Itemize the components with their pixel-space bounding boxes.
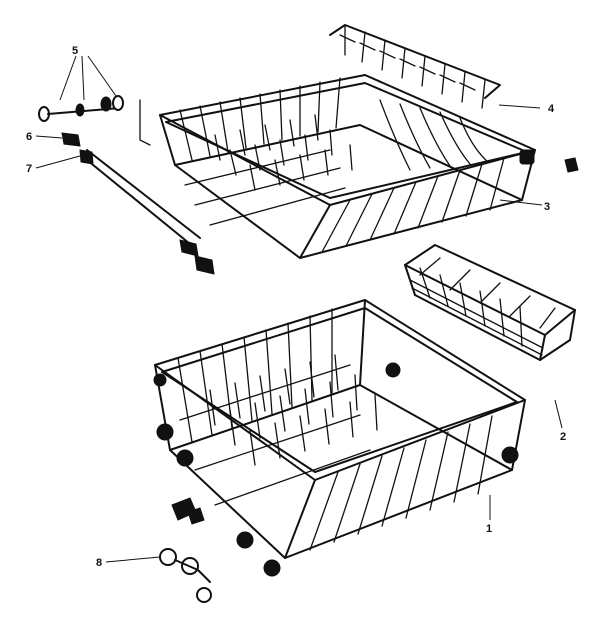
callout-8: 8 xyxy=(96,557,102,569)
rack-track-rail xyxy=(61,132,215,275)
callout-5: 5 xyxy=(72,45,78,57)
upper-rack xyxy=(139,74,536,259)
axle-bolt-assembly xyxy=(38,95,124,122)
roller-clip-assembly xyxy=(159,497,212,603)
callout-4: 4 xyxy=(548,103,555,115)
callout-2: 2 xyxy=(560,431,566,443)
callout-7: 7 xyxy=(26,163,32,175)
lower-rack xyxy=(153,299,526,577)
cup-shelf xyxy=(329,24,501,109)
callout-1: 1 xyxy=(486,523,492,535)
silverware-basket xyxy=(404,244,576,361)
leader-lines xyxy=(35,55,563,563)
callout-6: 6 xyxy=(26,131,32,143)
loose-clip-part xyxy=(564,157,579,173)
callout-3: 3 xyxy=(544,201,550,213)
